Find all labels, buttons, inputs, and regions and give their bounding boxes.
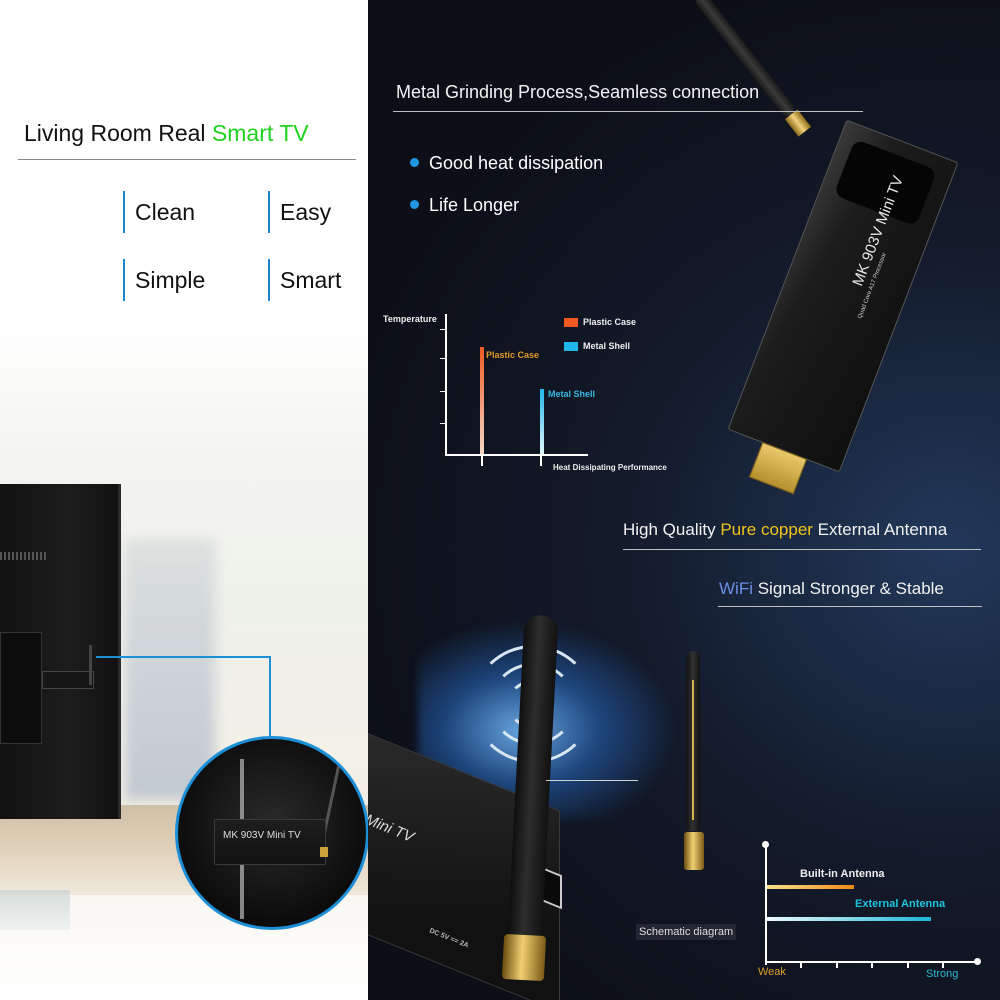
header2-prefix: High Quality xyxy=(623,520,721,539)
feature-simple: Simple xyxy=(123,259,205,301)
bullet-text: Life Longer xyxy=(429,195,520,215)
bullet-dot-icon xyxy=(410,157,419,167)
right-features-panel: MK 903V Mini TV Quad Core A17 Processor … xyxy=(368,0,1000,1000)
bar-label-plastic: Plastic Case xyxy=(486,350,540,360)
bullet-text: Good heat dissipation xyxy=(429,153,604,173)
title-divider xyxy=(18,159,356,160)
feature-clean: Clean xyxy=(123,191,195,233)
y-axis-label: Temperature xyxy=(383,314,437,324)
schematic-pointer-line xyxy=(546,780,638,781)
schematic-connector xyxy=(684,832,704,870)
tv-dongle-image xyxy=(42,671,94,689)
x-axis-label: Heat Dissipating Performance xyxy=(553,463,667,472)
y-tick xyxy=(440,358,445,359)
label-builtin-antenna: Built-in Antenna xyxy=(800,868,885,880)
bullet-heat: Good heat dissipation xyxy=(410,153,603,174)
header-pure-copper: High Quality Pure copper External Antenn… xyxy=(623,520,947,540)
left-lifestyle-panel: Living Room Real Smart TV Clean Easy Sim… xyxy=(0,0,368,1000)
title-highlight: Smart TV xyxy=(211,120,309,146)
header1-divider xyxy=(393,111,863,112)
y-axis xyxy=(765,844,767,965)
x-tick xyxy=(481,454,483,466)
x-label-strong: Strong xyxy=(926,968,959,980)
bar-label-metal: Metal Shell xyxy=(548,389,596,399)
hdmi-connector xyxy=(748,441,808,495)
tv-vent xyxy=(0,552,46,560)
x-label-weak: Weak xyxy=(758,966,786,978)
label-external-antenna: External Antenna xyxy=(855,898,946,910)
bar-external-antenna xyxy=(767,917,931,921)
zoom-dongle-label: MK 903V Mini TV xyxy=(223,830,301,841)
tv-stick-device: MK 903V Mini TV Quad Core A17 Processor xyxy=(727,119,959,495)
x-tick xyxy=(540,454,542,466)
tv-dongle-antenna xyxy=(89,645,92,685)
legend-plastic: Plastic Case xyxy=(583,317,637,327)
header3-highlight: WiFi xyxy=(719,579,753,598)
x-tick xyxy=(800,962,802,968)
schematic-copper-wire xyxy=(692,680,694,820)
x-tick xyxy=(942,962,944,968)
legend-metal: Metal Shell xyxy=(583,341,631,351)
callout-line-vertical xyxy=(269,656,271,740)
bar-plastic-case xyxy=(480,347,484,454)
antenna-strength-chart: Built-in Antenna External Antenna Weak S… xyxy=(758,840,1000,980)
x-tick xyxy=(907,962,909,968)
y-axis xyxy=(445,314,447,456)
legend-swatch-plastic xyxy=(564,318,578,327)
header3-divider xyxy=(718,606,982,607)
title-prefix: Living Room Real xyxy=(24,120,212,146)
dongle-zoom-circle: MK 903V Mini TV xyxy=(175,736,368,930)
x-axis-end-dot xyxy=(974,958,981,965)
feature-smart: Smart xyxy=(268,259,341,301)
header-metal-grinding: Metal Grinding Process,Seamless connecti… xyxy=(396,82,760,102)
bullet-dot-icon xyxy=(410,199,419,209)
header2-divider xyxy=(623,549,981,550)
y-tick xyxy=(440,423,445,424)
background-blur xyxy=(125,540,215,800)
feature-easy: Easy xyxy=(268,191,331,233)
desk-glass-image xyxy=(0,890,70,930)
x-axis xyxy=(445,454,588,456)
header2-suffix: External Antenna xyxy=(812,520,948,539)
bar-metal-shell xyxy=(540,389,544,454)
y-axis-end-dot xyxy=(762,841,769,848)
x-tick xyxy=(836,962,838,968)
heat-chart: Temperature Plastic Case Metal Shell Pla… xyxy=(368,300,708,490)
living-room-title: Living Room Real Smart TV xyxy=(24,120,309,147)
antenna-gold-connector xyxy=(501,933,547,982)
zoom-antenna-connector xyxy=(320,847,328,857)
callout-line-horizontal xyxy=(96,656,271,658)
header2-highlight: Pure copper xyxy=(720,520,813,539)
x-tick xyxy=(871,962,873,968)
bullet-life: Life Longer xyxy=(410,195,519,216)
schematic-caption: Schematic diagram xyxy=(636,924,737,940)
y-tick xyxy=(440,329,445,330)
y-tick xyxy=(440,391,445,392)
legend-swatch-metal xyxy=(564,342,578,351)
tv-io-panel xyxy=(0,632,42,744)
header3-suffix: Signal Stronger & Stable xyxy=(752,579,944,598)
zoom-dongle: MK 903V Mini TV xyxy=(214,819,326,865)
bar-builtin-antenna xyxy=(767,885,854,889)
header-wifi: WiFi Signal Stronger & Stable xyxy=(719,579,944,599)
